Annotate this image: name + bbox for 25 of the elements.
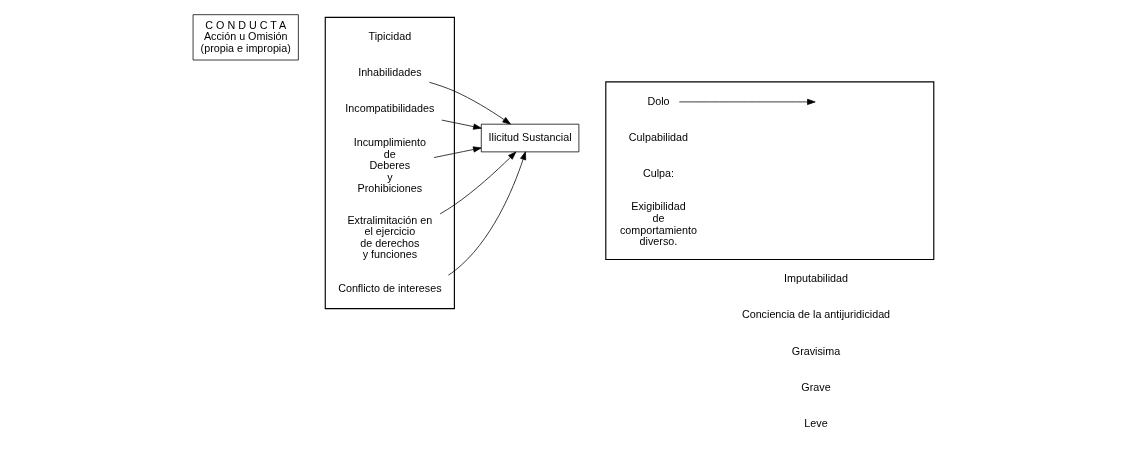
label: Gravisima: [791, 344, 840, 357]
arrow: [441, 119, 482, 130]
label: Conciencia de la antijuridicidad: [741, 308, 890, 321]
arrow: [433, 146, 482, 158]
label: Leve: [803, 416, 828, 429]
node-text: Inhabilidades: [357, 66, 422, 79]
arrow: [428, 81, 511, 125]
node-text: Culpabilidad: [628, 130, 688, 143]
node-text: Incumplimiento de Deberes y Prohibiciones: [353, 136, 426, 195]
node-text: Tipicidad: [368, 30, 411, 43]
label: Grave: [800, 380, 831, 393]
cluster: [324, 16, 455, 310]
node-text: Dolo: [646, 94, 670, 107]
node-text: Extralimitación en el ejercicio de derechos y funciones: [346, 213, 432, 261]
node-text: Conflicto de intereses: [337, 281, 442, 294]
node-text: Incompatibilidades: [344, 102, 434, 115]
label: Imputabilidad: [783, 272, 848, 285]
arrow: [439, 151, 516, 215]
arrow: [678, 98, 816, 105]
node-text: Exigibilidad de comportamiento diverso.: [619, 200, 697, 248]
node-box: Ilicitud Sustancial: [480, 123, 579, 153]
node-text: Culpa:: [642, 167, 674, 179]
node-box: C O N D U C T A Acción u Omisión (propia e impropia): [192, 14, 299, 61]
arrow: [447, 151, 526, 276]
cluster: [604, 81, 934, 261]
